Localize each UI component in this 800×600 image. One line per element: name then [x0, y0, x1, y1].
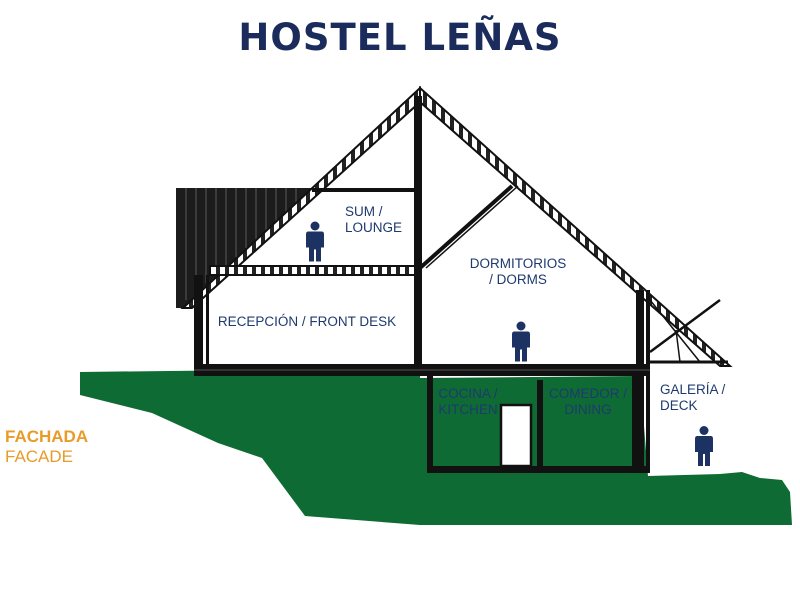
room-label-line: RECEPCIÓN / FRONT DESK: [218, 314, 396, 329]
facade-label-es: FACHADA: [5, 427, 89, 446]
room-label-kitchen: COCINA /KITCHEN: [438, 386, 498, 417]
room-label-line: DINING: [564, 402, 611, 417]
room-label-deck: GALERÍA /DECK: [660, 382, 726, 413]
ground: [80, 368, 792, 525]
left-roof: [176, 188, 312, 308]
room-label-line: COCINA /: [438, 386, 498, 401]
page-title: HOSTEL LEÑAS: [238, 16, 562, 59]
room-label-line: DECK: [660, 398, 698, 413]
person-icon-lounge: [306, 221, 324, 262]
room-label-dining: COMEDOR /DINING: [549, 386, 627, 417]
room-label-line: GALERÍA /: [660, 382, 726, 397]
lounge-floor: [209, 265, 419, 276]
facade-label-en: FACADE: [5, 447, 74, 466]
room-label-line: LOUNGE: [345, 220, 402, 235]
room-label-line: COMEDOR /: [549, 386, 627, 401]
room-label-reception: RECEPCIÓN / FRONT DESK: [218, 314, 396, 329]
person-icon-dorms: [512, 321, 530, 362]
room-label-line: / DORMS: [489, 272, 547, 287]
room-label-line: KITCHEN: [438, 402, 497, 417]
room-label-lounge: SUM /LOUNGE: [345, 204, 402, 235]
room-label-dorms: DORMITORIOS/ DORMS: [470, 256, 567, 287]
room-label-line: DORMITORIOS: [470, 256, 567, 271]
lower-floor: [427, 466, 650, 473]
person-icon-deck: [695, 426, 713, 466]
kitchen-door: [499, 403, 533, 468]
room-label-line: SUM /: [345, 204, 383, 219]
